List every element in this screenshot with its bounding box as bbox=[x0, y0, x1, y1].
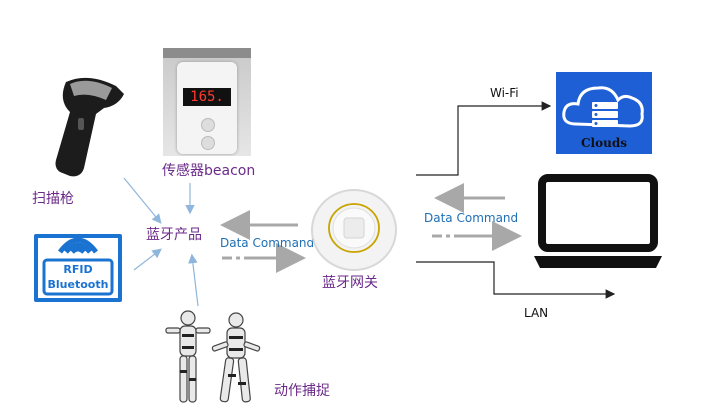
sensor-display: 165. bbox=[183, 88, 231, 106]
sensor-beacon-icon: 165. bbox=[163, 48, 251, 156]
scanner-label: 扫描枪 bbox=[32, 191, 74, 207]
motion-capture-icon bbox=[160, 308, 268, 410]
data-command-left-label: Data Command bbox=[220, 236, 315, 250]
motion-to-ble-arrow bbox=[188, 253, 199, 307]
lan-label: LAN bbox=[524, 306, 549, 320]
laptop-icon bbox=[532, 174, 664, 270]
ble-product-label: 蓝牙产品 bbox=[146, 227, 202, 243]
data-command-right-label: Data Command bbox=[424, 211, 519, 225]
barcode-scanner-icon bbox=[48, 72, 128, 182]
cloud-server-icon: Clouds bbox=[556, 72, 652, 154]
gateway-label: 蓝牙网关 bbox=[322, 275, 378, 291]
rfid-line2: Bluetooth bbox=[47, 278, 109, 291]
wifi-connector bbox=[416, 101, 552, 176]
gateway-device-icon bbox=[306, 186, 402, 274]
rfid-line1: RFID bbox=[63, 263, 93, 276]
rfid-bluetooth-icon: RFID Bluetooth bbox=[24, 222, 132, 308]
lan-connector bbox=[416, 261, 616, 299]
motion-capture-label: 动作捕捉 bbox=[274, 383, 330, 399]
scanner-to-ble-arrow bbox=[123, 177, 162, 224]
wifi-label: Wi-Fi bbox=[490, 86, 519, 100]
clouds-label: Clouds bbox=[581, 136, 627, 150]
rfid-to-ble-arrow bbox=[133, 248, 162, 271]
sensor-label: 传感器beacon bbox=[162, 163, 256, 179]
